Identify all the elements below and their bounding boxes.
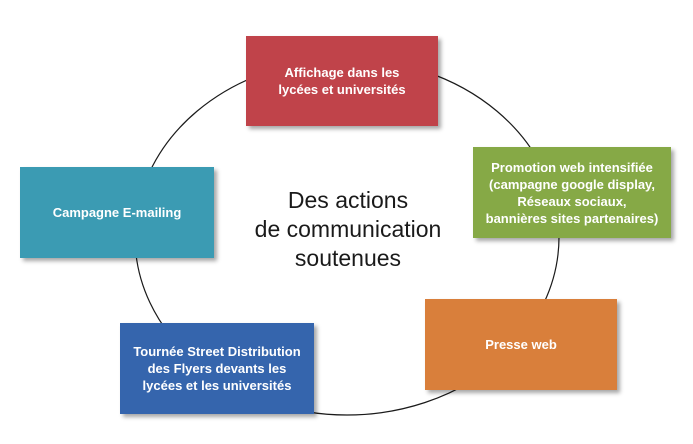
node-presse-web-line-1: Presse web [485, 337, 557, 352]
node-tournee-street: Tournée Street Distribution des Flyers d… [120, 323, 314, 414]
node-tournee-street-line-3: lycées et les universités [142, 378, 292, 393]
node-affichage: Affichage dans les lycées et universités [246, 36, 438, 126]
diagram-title-line-1: Des actions [287, 187, 409, 213]
node-affichage-line-2: lycées et universités [278, 82, 406, 97]
node-presse-web: Presse web [425, 299, 617, 390]
node-campagne-emailing: Campagne E-mailing [20, 167, 214, 258]
node-promotion-web-line-3: Réseaux sociaux, [517, 193, 627, 209]
diagram-title-line-2: de communication [254, 216, 442, 242]
diagram-title: Des actions de communication soutenues [210, 186, 486, 273]
node-tournee-street-line-2: des Flyers devants les [147, 361, 287, 376]
node-promotion-web-line-1: Promotion web intensifiée [491, 159, 653, 175]
node-affichage-line-1: Affichage dans les [284, 65, 400, 80]
node-campagne-emailing-line-1: Campagne E-mailing [52, 205, 182, 220]
diagram-title-line-3: soutenues [294, 245, 402, 271]
node-promotion-web-line-4: bannières sites partenaires) [485, 210, 659, 226]
node-promotion-web-line-2: (campagne google display, [489, 176, 655, 192]
node-tournee-street-line-1: Tournée Street Distribution [133, 344, 301, 359]
node-promotion-web: Promotion web intensifiée (campagne goog… [473, 147, 671, 238]
